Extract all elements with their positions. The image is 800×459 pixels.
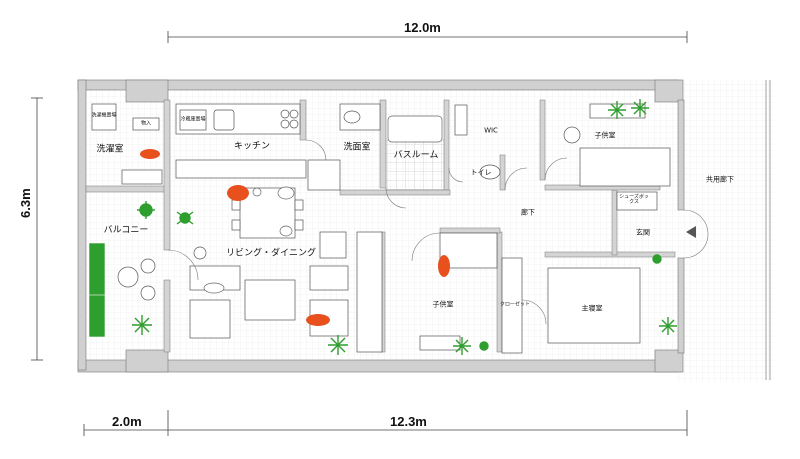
person-outline-icons xyxy=(203,186,295,294)
room-bathroom: バスルーム xyxy=(393,150,439,161)
room-kitchen: キッチン xyxy=(233,141,271,152)
room-kids-1: 子供室 xyxy=(594,131,616,140)
room-wic: WIC xyxy=(484,126,498,135)
room-closet: クローゼット xyxy=(499,301,531,308)
room-washroom: 洗面室 xyxy=(343,142,371,153)
dimension-balcony: 2.0m xyxy=(112,414,142,429)
room-balcony: バルコニー xyxy=(103,225,149,236)
room-toilet: トイレ xyxy=(470,168,492,177)
room-fridge: 冷蔵庫置場 xyxy=(180,116,206,123)
room-storage: 物入 xyxy=(140,120,152,127)
room-master-bedroom: 主寝室 xyxy=(581,304,603,313)
room-laundry-storage: 洗濯機置場 xyxy=(91,112,117,119)
door-arcs xyxy=(167,139,709,325)
outer-walls xyxy=(77,79,685,373)
dimension-top: 12.0m xyxy=(404,20,441,35)
room-laundry: 洗濯室 xyxy=(96,144,124,155)
room-entrance: 玄関 xyxy=(636,228,650,237)
interior-walls xyxy=(85,99,676,353)
room-living-dining: リビング・ダイニング xyxy=(225,248,317,259)
plant-icons xyxy=(89,99,677,355)
dimension-left: 6.3m xyxy=(18,188,33,218)
dimension-bottom: 12.3m xyxy=(390,414,427,429)
room-shoe-box: シューズボックス xyxy=(619,194,649,205)
room-hallway: 廊下 xyxy=(521,208,535,217)
dimension-lines xyxy=(31,31,688,436)
entrance-arrow-icon xyxy=(686,226,696,238)
room-shared-corridor: 共用廊下 xyxy=(706,175,734,184)
room-kids-2: 子供室 xyxy=(432,300,454,309)
person-icons xyxy=(140,149,450,326)
